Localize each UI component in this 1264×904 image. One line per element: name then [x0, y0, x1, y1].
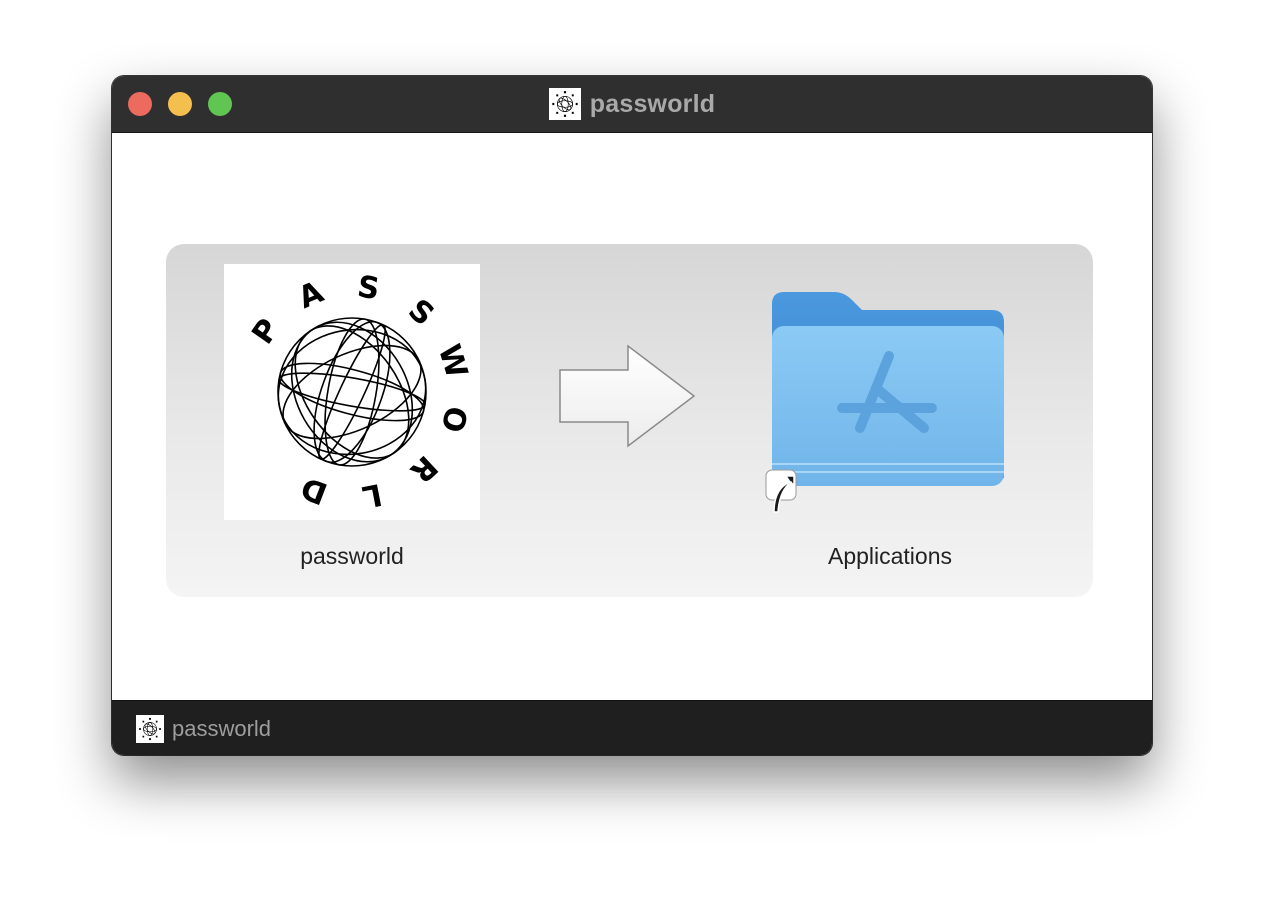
logo-letter: S [355, 269, 382, 307]
alias-arrow-icon [765, 469, 797, 513]
logo-letter: R [403, 448, 444, 489]
status-bar: passworld [112, 700, 1152, 755]
close-button[interactable] [128, 92, 152, 116]
app-store-glyph [837, 351, 937, 433]
applications-folder[interactable] [764, 288, 1014, 522]
title-bar[interactable]: passworld [112, 76, 1152, 133]
window-title: passworld [589, 89, 716, 118]
logo-letter: L [359, 476, 384, 514]
volume-name: passworld [172, 715, 272, 741]
minimize-button[interactable] [168, 92, 192, 116]
volume-logo-icon [136, 714, 164, 743]
right-arrow-icon [559, 344, 696, 448]
logo-letter: A [293, 274, 329, 316]
zoom-button[interactable] [208, 92, 232, 116]
logo-letter: O [433, 402, 473, 436]
app-name-label: passworld [300, 543, 404, 569]
window-title-group: passworld [112, 76, 1152, 132]
applications-label: Applications [827, 543, 953, 569]
logo-letter: P [245, 313, 286, 351]
installer-window: passworld [112, 76, 1152, 755]
logo-letter: S [401, 292, 440, 333]
logo-letter: D [296, 469, 332, 511]
title-logo-icon [548, 88, 581, 120]
logo-letter: W [431, 340, 474, 382]
